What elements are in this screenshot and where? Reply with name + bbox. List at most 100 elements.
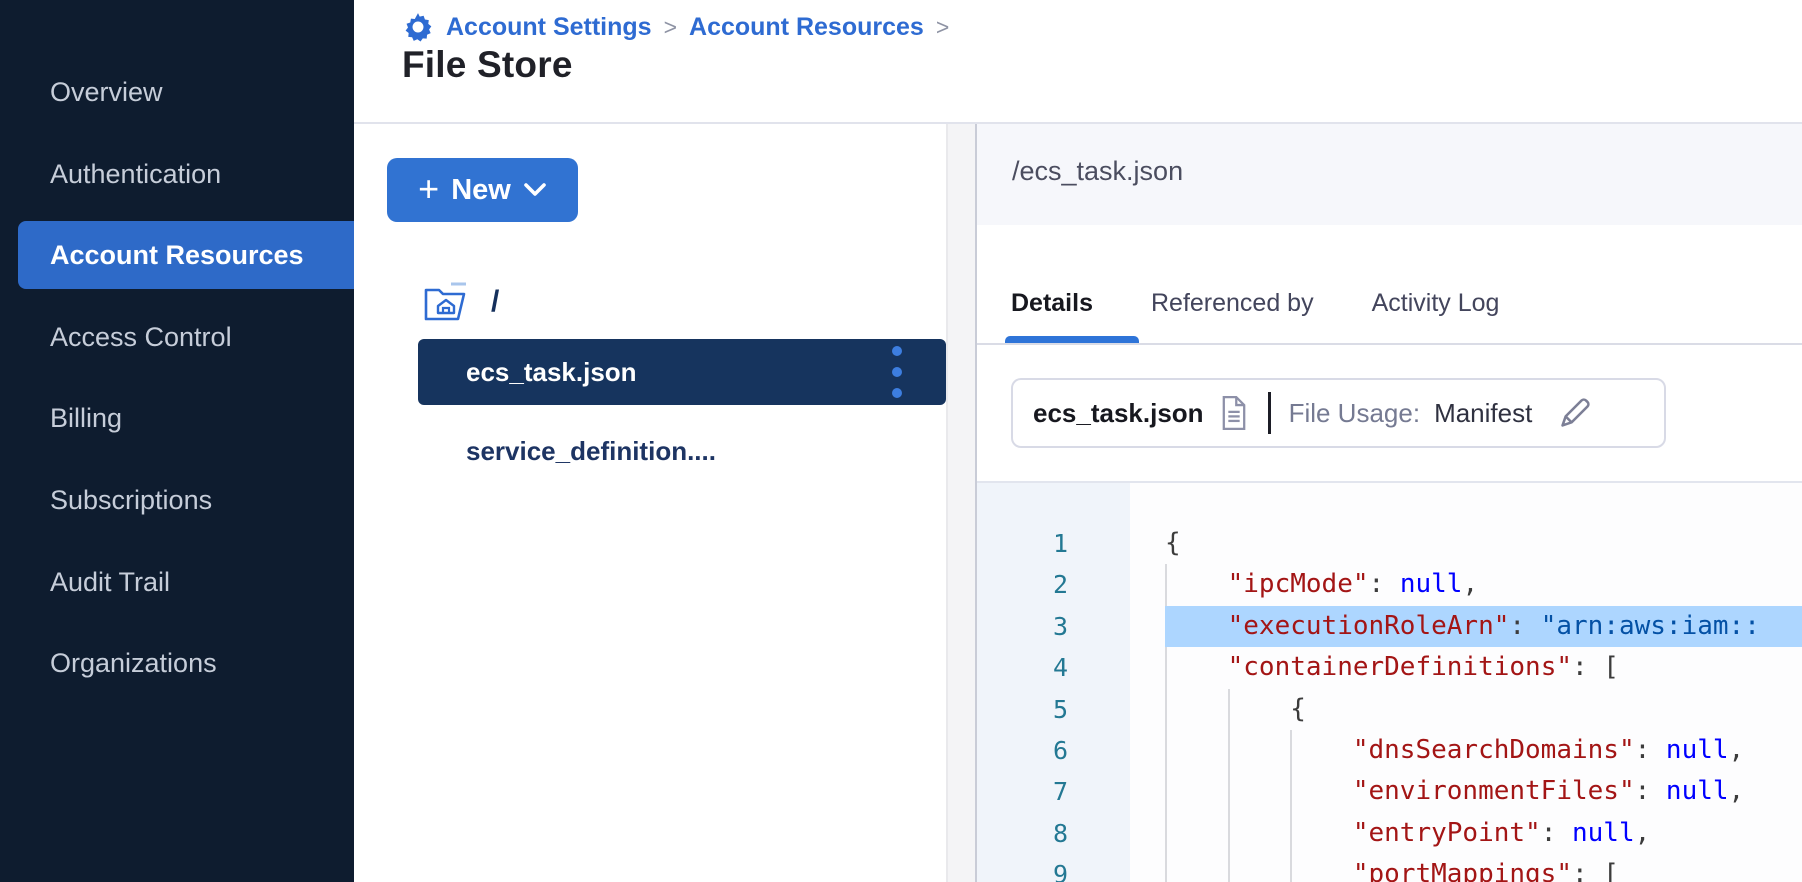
- sidebar-item-label: Billing: [50, 402, 123, 433]
- code-line-4[interactable]: 4 "containerDefinitions": [: [977, 647, 1802, 689]
- line-selection-highlight: [1165, 605, 1802, 648]
- new-button[interactable]: + New: [387, 158, 578, 222]
- sidebar-item-label: Access Control: [50, 321, 232, 352]
- indent-guide: [1165, 647, 1167, 689]
- vertical-divider: [1267, 392, 1271, 434]
- sidebar-item-label: Audit Trail: [50, 566, 171, 597]
- sidebar-item-organizations[interactable]: Organizations: [18, 629, 354, 697]
- indent-guide: [1290, 812, 1293, 855]
- sidebar-item-account-resources[interactable]: Account Resources: [18, 221, 354, 289]
- detail-tabs: Details Referenced by Activity Log: [1005, 289, 1500, 345]
- code-line-9[interactable]: 9 "portMappings": [: [977, 854, 1802, 882]
- page-header: Account Settings>Account Resources> File…: [354, 0, 1802, 124]
- code-line-7[interactable]: 7 "environmentFiles": null,: [977, 771, 1802, 813]
- indent-guide: [1227, 729, 1230, 772]
- breadcrumb-links: Account Settings>Account Resources>: [446, 13, 949, 42]
- file-path: /ecs_task.json: [1012, 156, 1184, 186]
- document-icon: [1222, 396, 1245, 430]
- sidebar-item-billing[interactable]: Billing: [18, 384, 354, 452]
- file-tree-panel: + New / ecs_task.json service_definition.…: [354, 124, 946, 882]
- line-number: 9: [1052, 860, 1068, 882]
- breadcrumb-link-2[interactable]: Account Resources: [689, 12, 924, 41]
- file-row-ecs_task.json[interactable]: ecs_task.json: [418, 339, 946, 405]
- line-number: 3: [1052, 611, 1068, 641]
- tabs-divider: [977, 343, 1802, 345]
- file-usage-label: File Usage:: [1288, 397, 1421, 428]
- indent-guide: [1227, 812, 1230, 855]
- file-name: ecs_task.json: [1033, 397, 1204, 428]
- line-number: 6: [1052, 735, 1068, 765]
- code-line-5[interactable]: 5 {: [977, 688, 1802, 730]
- indent-guide: [1290, 771, 1293, 813]
- indent-guide: [1165, 564, 1167, 606]
- sidebar-item-label: Organizations: [50, 647, 217, 678]
- gear-icon: [405, 13, 432, 42]
- line-content: "entryPoint": null,: [1352, 817, 1651, 848]
- line-number: 2: [1052, 570, 1068, 600]
- indent-guide: [1165, 688, 1167, 730]
- indent-guide: [1165, 812, 1167, 855]
- plus-icon: +: [418, 167, 440, 209]
- code-editor[interactable]: 1{2 "ipcMode": null,3 "executionRoleArn"…: [977, 481, 1802, 882]
- indent-guide: [1165, 771, 1167, 813]
- line-number: 5: [1052, 694, 1068, 724]
- file-panel-scrollbar[interactable]: [946, 124, 977, 882]
- line-number: 7: [1052, 777, 1068, 807]
- file-summary-card: ecs_task.json File Usage: Manifest: [1011, 378, 1666, 448]
- sidebar-item-label: Account Resources: [50, 239, 304, 270]
- indent-guide: [1290, 854, 1293, 882]
- file-usage-value: Manifest: [1434, 397, 1533, 428]
- file-name-label: service_definition....: [466, 435, 716, 466]
- editor-lines: 1{2 "ipcMode": null,3 "executionRoleArn"…: [977, 523, 1802, 882]
- code-line-8[interactable]: 8 "entryPoint": null,: [977, 812, 1802, 855]
- code-line-1[interactable]: 1{: [977, 523, 1802, 564]
- root-folder-row[interactable]: /: [423, 281, 499, 323]
- file-path-band: /ecs_task.json: [977, 124, 1802, 225]
- sidebar-item-label: Authentication: [50, 158, 222, 189]
- edit-pencil-icon[interactable]: [1558, 396, 1592, 430]
- sidebar-item-label: Overview: [50, 76, 163, 107]
- sidebar-item-label: Subscriptions: [50, 484, 213, 515]
- line-number: 4: [1052, 653, 1068, 683]
- page-title: File Store: [402, 44, 573, 85]
- line-content: "portMappings": [: [1352, 859, 1619, 882]
- tab-details[interactable]: Details: [1005, 289, 1139, 345]
- indent-guide: [1165, 854, 1167, 882]
- indent-guide: [1290, 729, 1293, 772]
- line-number: 1: [1052, 529, 1068, 558]
- code-line-6[interactable]: 6 "dnsSearchDomains": null,: [977, 729, 1802, 772]
- line-content: {: [1165, 528, 1181, 558]
- sidebar-item-audit-trail[interactable]: Audit Trail: [18, 548, 354, 616]
- code-line-2[interactable]: 2 "ipcMode": null,: [977, 564, 1802, 606]
- file-detail-panel: /ecs_task.json Details Referenced by Activ…: [977, 124, 1802, 882]
- root-folder-label: /: [491, 285, 500, 318]
- file-row-service_definition....[interactable]: service_definition....: [418, 418, 946, 484]
- sidebar-item-authentication[interactable]: Authentication: [18, 140, 354, 208]
- line-content: "executionRoleArn": "arn:aws:iam::: [1227, 610, 1760, 641]
- sidebar-item-overview[interactable]: Overview: [18, 58, 354, 126]
- breadcrumb-link-1[interactable]: Account Settings: [446, 12, 652, 41]
- line-content: "containerDefinitions": [: [1227, 652, 1619, 683]
- home-folder-icon: [424, 282, 466, 321]
- new-button-label: New: [451, 173, 511, 206]
- indent-guide: [1227, 771, 1230, 813]
- editor-gutter: [977, 483, 1130, 882]
- tab-referenced-by[interactable]: Referenced by: [1150, 289, 1314, 317]
- file-name-label: ecs_task.json: [466, 356, 637, 387]
- indent-guide: [1227, 854, 1230, 882]
- kebab-menu-icon[interactable]: [892, 346, 902, 398]
- line-number: 8: [1052, 818, 1068, 848]
- line-content: {: [1290, 693, 1306, 724]
- code-line-3[interactable]: 3 "executionRoleArn": "arn:aws:iam::: [977, 605, 1802, 648]
- tab-activity-log[interactable]: Activity Log: [1371, 289, 1500, 317]
- sidebar-item-subscriptions[interactable]: Subscriptions: [18, 466, 354, 534]
- chevron-down-icon: [524, 183, 546, 196]
- line-content: "environmentFiles": null,: [1352, 776, 1745, 807]
- line-content: "dnsSearchDomains": null,: [1352, 734, 1745, 765]
- breadcrumb: Account Settings>Account Resources>: [402, 8, 949, 46]
- indent-guide: [1227, 688, 1230, 730]
- sidebar-item-access-control[interactable]: Access Control: [18, 303, 354, 371]
- breadcrumb-separator: >: [935, 13, 950, 40]
- indent-guide: [1165, 729, 1167, 772]
